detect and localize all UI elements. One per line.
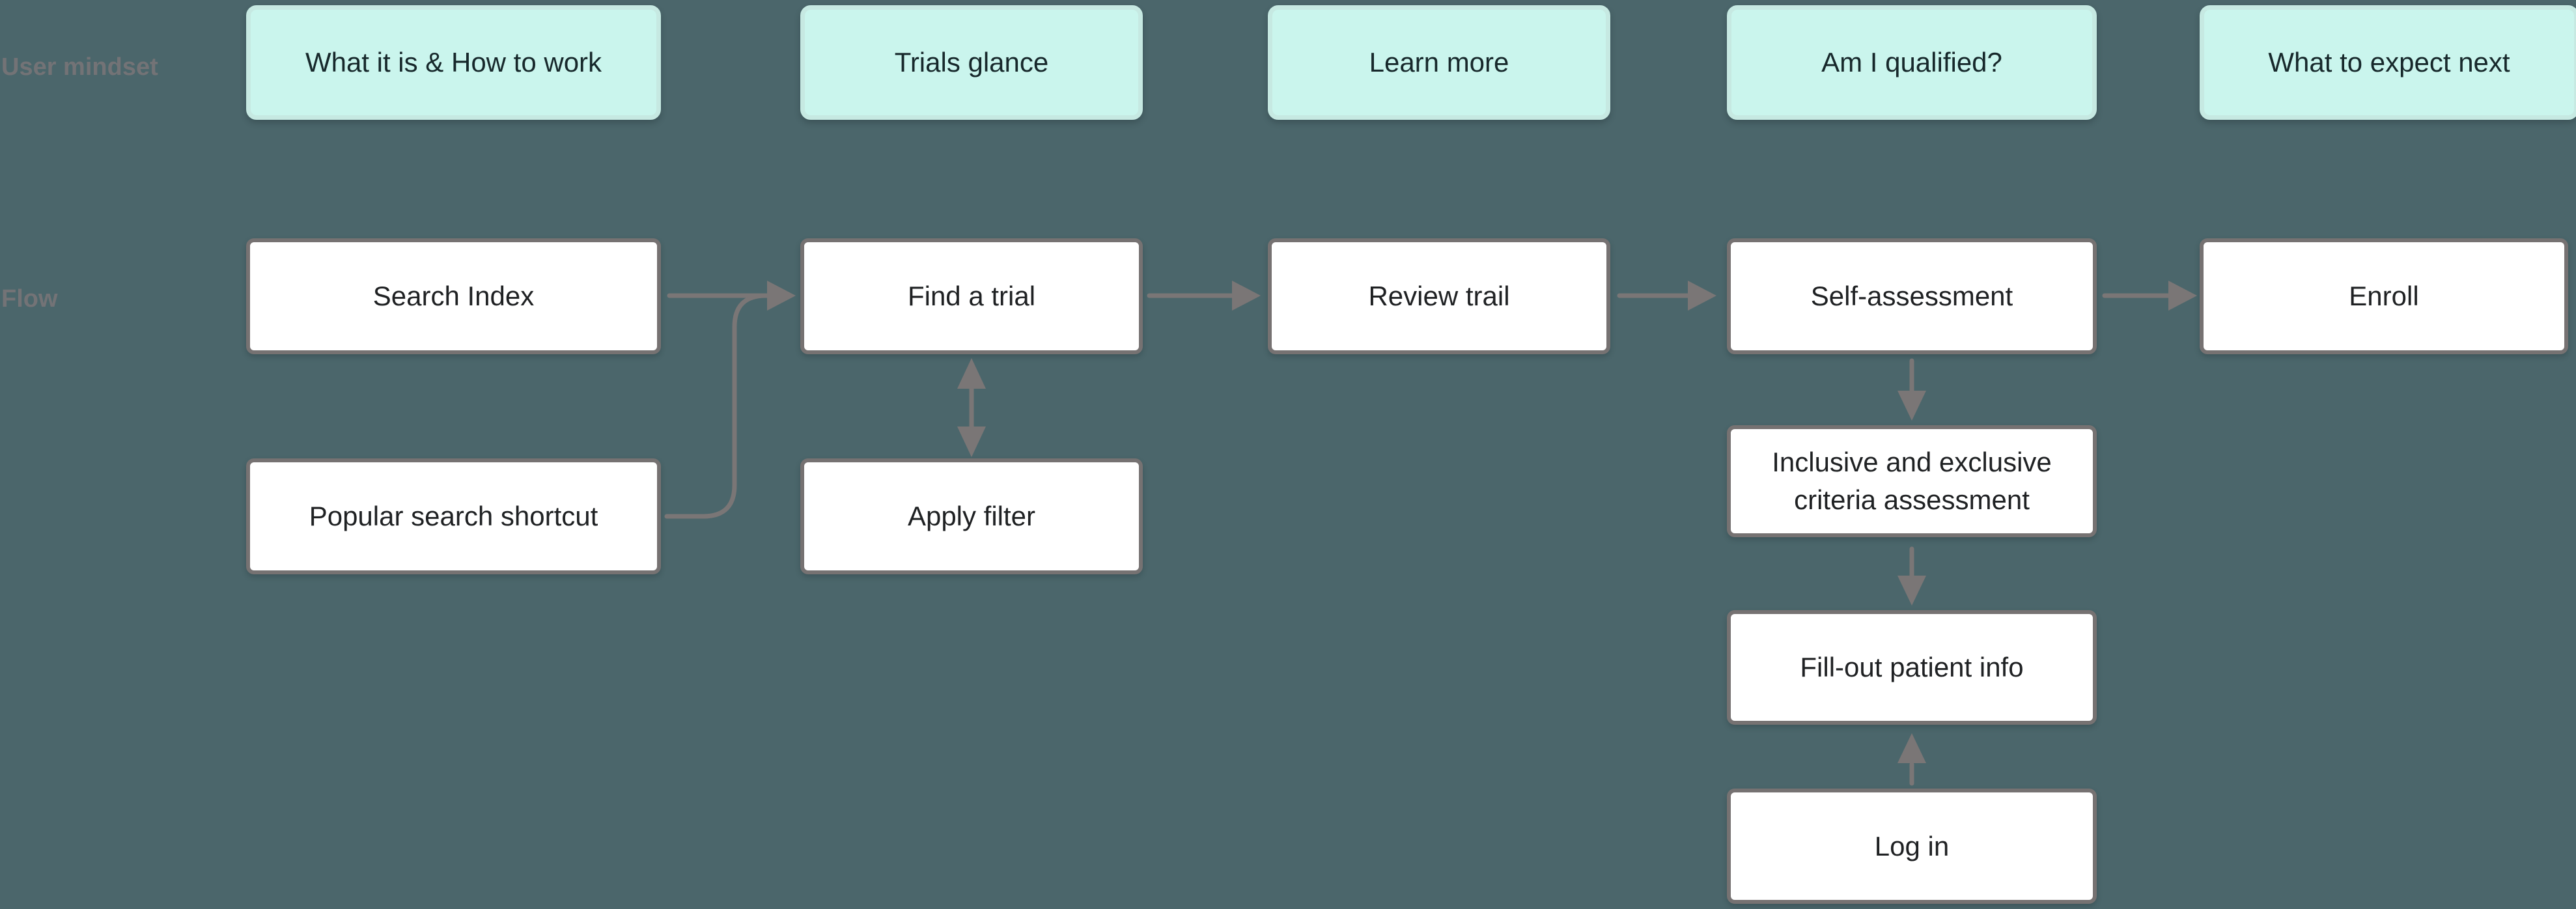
mindset-card-am-i-qualified[interactable]: Am I qualified?: [1727, 5, 2097, 120]
curve-popular-search-to-find-a-trial: [664, 293, 770, 519]
mindset-card-what-it-is[interactable]: What it is & How to work: [246, 5, 661, 120]
mindset-card-what-to-expect-next[interactable]: What to expect next: [2200, 5, 2576, 120]
arrowhead-enroll: [2168, 281, 2197, 311]
flow-node-self-assessment[interactable]: Self-assessment: [1727, 238, 2097, 354]
row-label-user-mindset[interactable]: User mindset: [1, 53, 158, 81]
sub-node-apply-filter[interactable]: Apply filter: [800, 458, 1143, 574]
mindset-card-trials-glance[interactable]: Trials glance: [800, 5, 1143, 120]
sub-node-criteria-assessment[interactable]: Inclusive and exclusive criteria assessm…: [1727, 425, 2097, 537]
arrowhead-up-fill-out: [1897, 733, 1926, 763]
sub-node-popular-search-shortcut[interactable]: Popular search shortcut: [246, 458, 661, 574]
flow-node-find-a-trial[interactable]: Find a trial: [800, 238, 1143, 354]
arrowhead-up-find-a-trial: [957, 358, 986, 389]
row-label-flow[interactable]: Flow: [1, 285, 58, 313]
arrowhead-find-a-trial: [767, 281, 796, 311]
sub-node-fill-out-patient-info[interactable]: Fill-out patient info: [1727, 610, 2097, 725]
arrowhead-review-trail: [1232, 281, 1261, 311]
arrowhead-fill-out: [1897, 576, 1926, 606]
sub-node-criteria-assessment-label: Inclusive and exclusive criteria assessm…: [1772, 447, 2052, 515]
arrowhead-criteria: [1897, 391, 1926, 421]
arrowhead-down-apply-filter: [957, 427, 986, 457]
arrowhead-self-assessment: [1688, 281, 1716, 311]
flow-node-search-index[interactable]: Search Index: [246, 238, 661, 354]
flow-node-review-trail[interactable]: Review trail: [1268, 238, 1610, 354]
flow-node-enroll[interactable]: Enroll: [2200, 238, 2568, 354]
sub-node-log-in[interactable]: Log in: [1727, 789, 2097, 904]
mindset-card-learn-more[interactable]: Learn more: [1268, 5, 1610, 120]
